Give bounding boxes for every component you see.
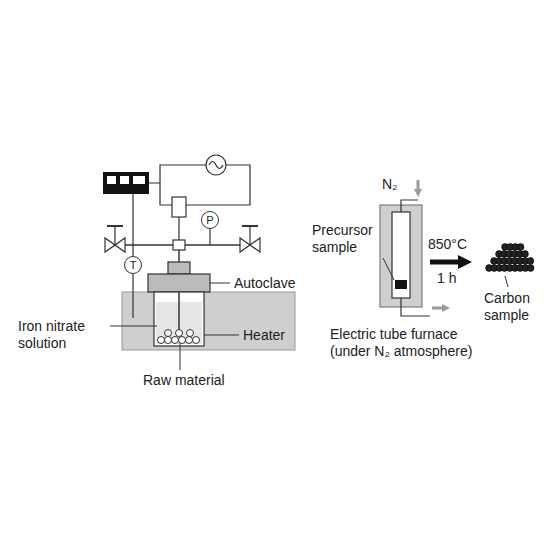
precursor-sample: [395, 280, 407, 289]
raw-material-particle: [179, 337, 186, 344]
autoclave-cap: [168, 262, 190, 274]
gas-label: N₂: [382, 176, 398, 193]
carbon-particle: [522, 251, 529, 258]
pressure-gauge: P: [201, 211, 219, 229]
gas-flow-arrow: [417, 180, 420, 193]
ac-source: [206, 155, 226, 175]
raw-material-particle: [176, 330, 183, 337]
autoclave-vessel: [154, 292, 204, 346]
leader-line: [180, 343, 181, 370]
part-label: Precursor sample: [312, 222, 384, 256]
carbon-particle: [517, 244, 524, 251]
wire: [149, 165, 250, 205]
caption-label: Electric tube furnace (under N₂ atmosphe…: [330, 326, 492, 360]
leader-line: [383, 258, 394, 280]
part-label: Carbon sample: [484, 290, 546, 324]
tube-furnace: [380, 205, 422, 307]
regulator: [172, 197, 186, 217]
part-label: Iron nitrate solution: [18, 318, 110, 352]
raw-material-particle: [172, 337, 179, 344]
furnace-tube: [392, 212, 410, 298]
gas-inlet: [401, 200, 418, 212]
process-arrow: [430, 260, 463, 265]
raw-material: [158, 330, 200, 344]
autoclave-lid: [148, 274, 210, 292]
time-label: 1 h: [437, 270, 456, 287]
part-label: Heater: [243, 327, 285, 344]
gauge-letter: T: [130, 260, 137, 271]
leader-line: [210, 283, 230, 284]
carbon-sample-pile: [486, 244, 534, 272]
part-label: Autoclave: [234, 275, 295, 292]
raw-material-particle: [187, 330, 194, 337]
gas-outlet: [401, 298, 430, 316]
leader-line: [110, 326, 157, 327]
leader-line: [505, 276, 508, 287]
raw-material-particle: [193, 337, 200, 344]
heater-block: [122, 292, 295, 350]
temperature-label: 850°C: [428, 236, 467, 253]
pipe-junction: [173, 240, 185, 250]
carbon-particle: [527, 258, 534, 265]
gauge-letter: P: [206, 215, 213, 226]
thermocouple-wire: [132, 194, 133, 256]
controller-box: [103, 172, 149, 194]
raw-material-particle: [165, 330, 172, 337]
leader-line: [204, 335, 239, 336]
carbon-particle: [527, 265, 534, 272]
gas-flow-arrow: [432, 307, 446, 310]
raw-material-particle: [158, 337, 165, 344]
stirrer-shaft: [178, 292, 180, 330]
raw-material-particle: [186, 337, 193, 344]
part-label: Raw material: [143, 372, 225, 389]
thermometer-gauge: T: [124, 256, 142, 274]
raw-material-particle: [165, 337, 172, 344]
